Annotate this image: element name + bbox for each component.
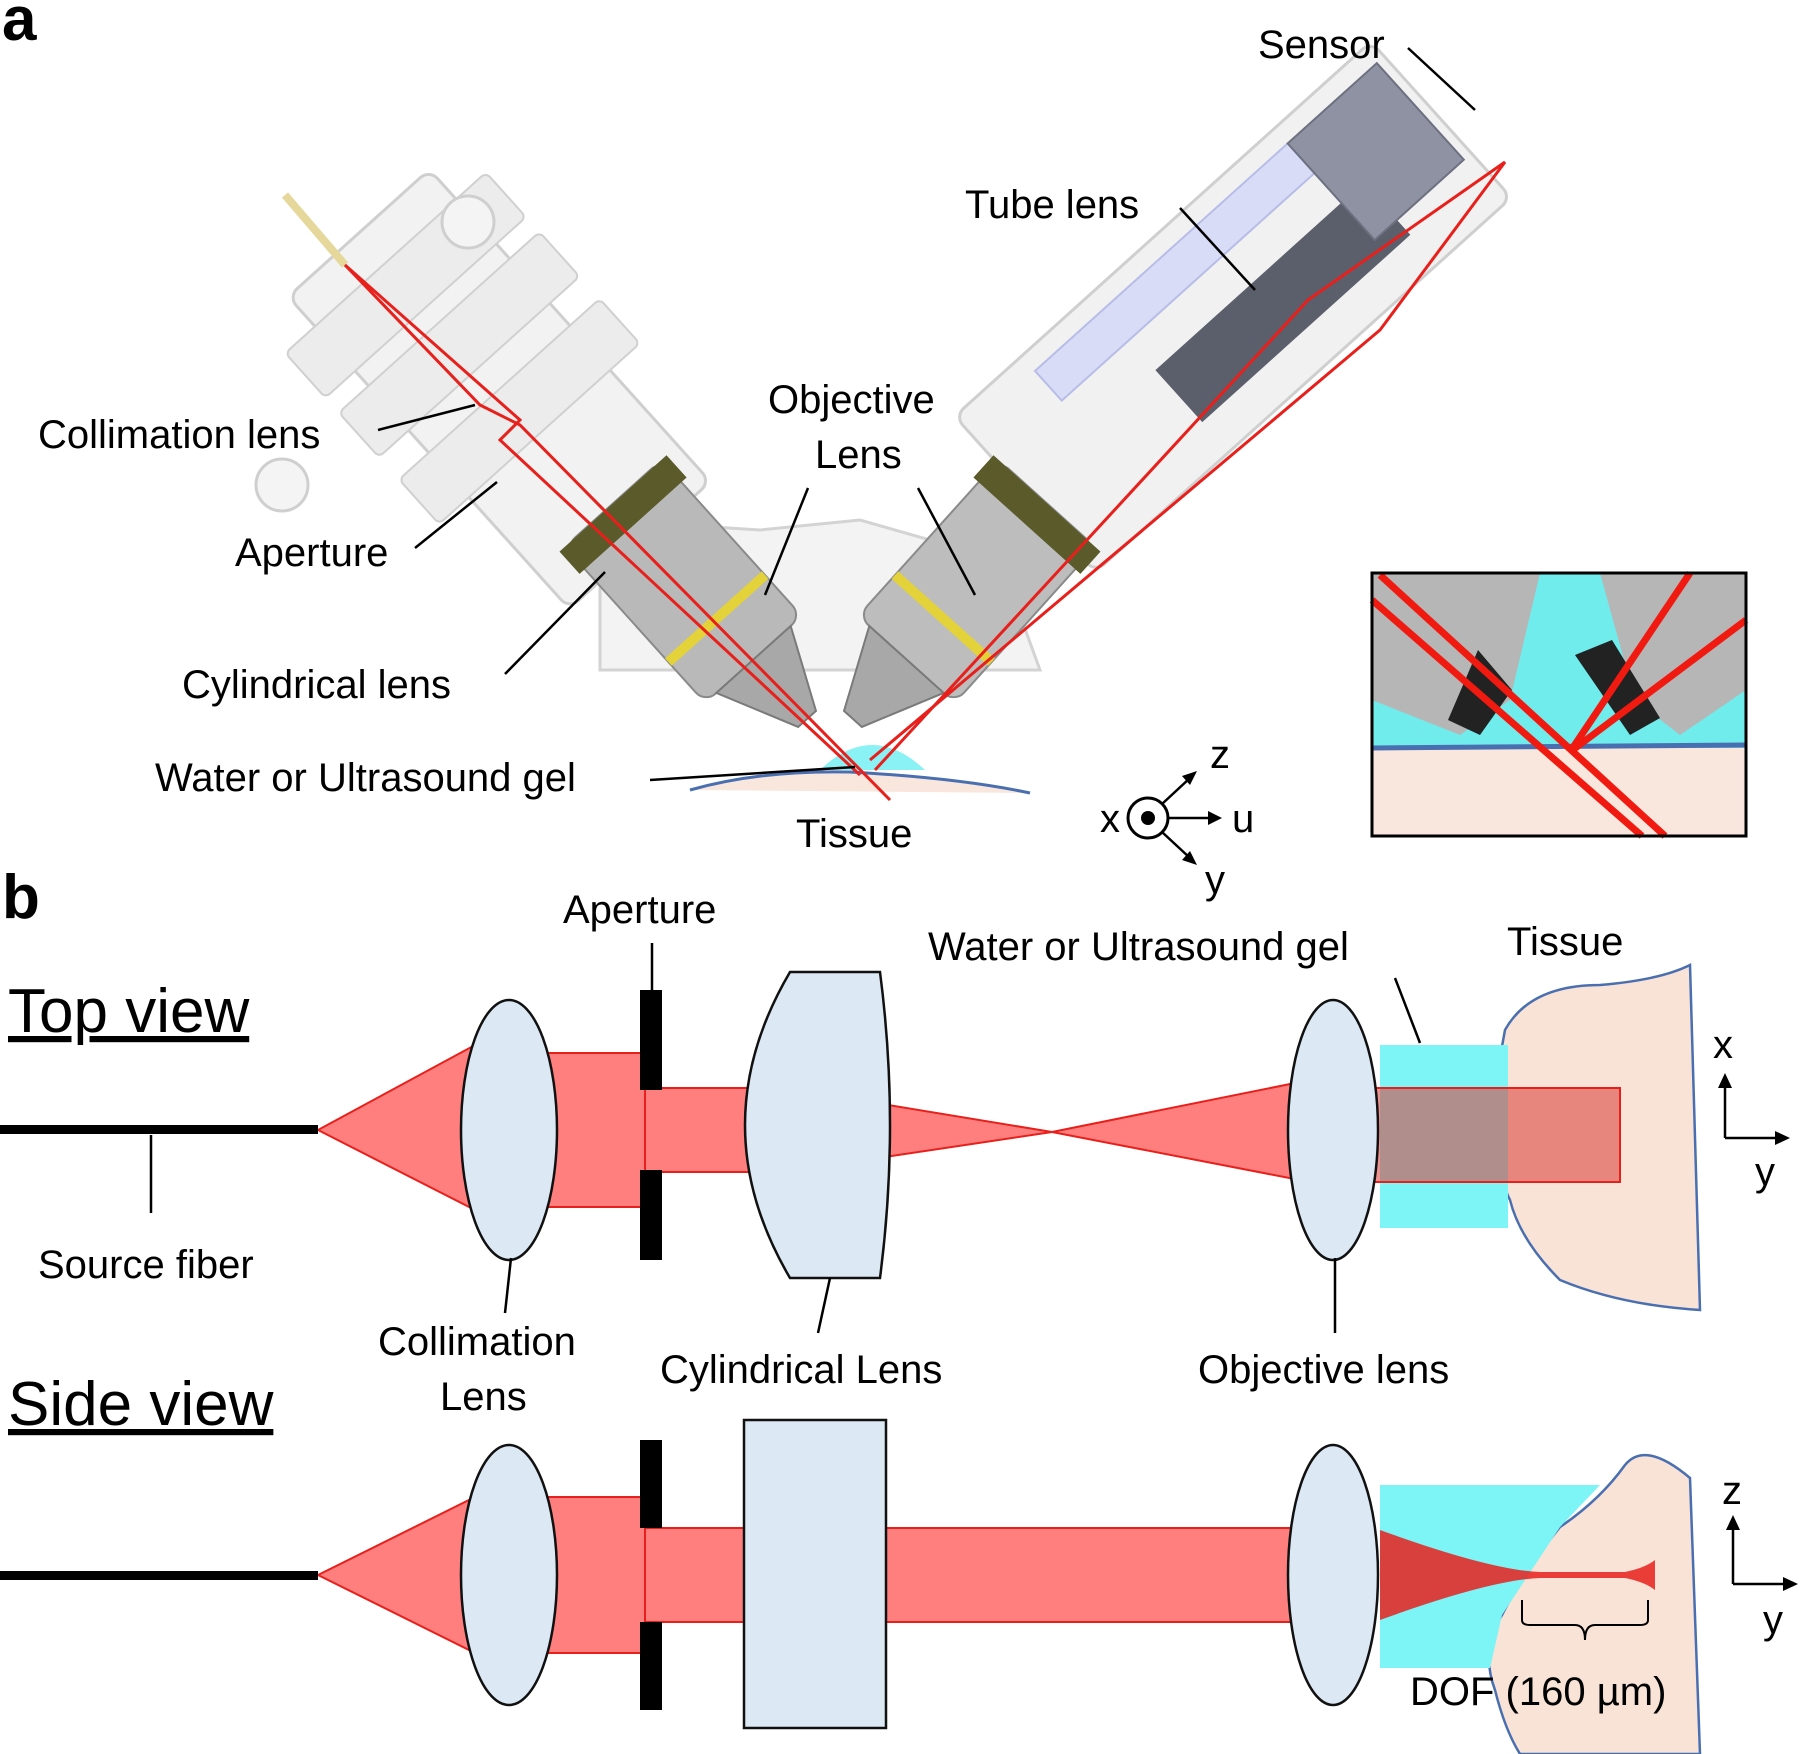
beam-side-focus [1380, 1530, 1655, 1620]
label-objective-b: Objective lens [1198, 1348, 1449, 1392]
label-tissue-b: Tissue [1507, 920, 1623, 964]
collimation-lens-side [459, 1443, 559, 1707]
cylindrical-lens-side [742, 1418, 888, 1730]
panel-b-letter: b [2, 863, 40, 932]
label-collimation-lens: Collimation lens [38, 413, 320, 457]
tissue-surface [689, 770, 1031, 795]
source-fiber-top [0, 1125, 318, 1134]
leader-cylindrical-lens [504, 571, 606, 675]
aperture-side-lower [640, 1622, 662, 1710]
label-dof: DOF (160 µm) [1410, 1670, 1666, 1714]
label-cylindrical-b: Cylindrical Lens [660, 1348, 942, 1392]
label-aperture: Aperture [235, 531, 388, 575]
collimation-lens-top [459, 998, 559, 1262]
label-tube-lens: Tube lens [965, 183, 1139, 227]
detection-beam-bottom [869, 161, 1507, 762]
illumination-beam-right [343, 263, 892, 802]
label-objective-line1: Objective [768, 378, 935, 422]
label-tissue: Tissue [796, 812, 912, 856]
dof-bracket [1521, 1600, 1649, 1641]
axis-top-horizontal: y [1755, 1150, 1775, 1194]
cylindrical-lens-top [743, 970, 892, 1280]
aperture-top-upper [640, 990, 662, 1090]
leader-collimation-lens [377, 403, 476, 432]
beam-side-diverging [315, 1495, 476, 1655]
label-aperture-b: Aperture [563, 888, 716, 932]
right-objective [842, 455, 1101, 729]
top-view-optics [0, 963, 1702, 1312]
leader-tube-lens [1179, 207, 1256, 291]
leader-aperture [414, 481, 498, 549]
label-sensor: Sensor [1258, 23, 1385, 67]
illumination-beam-left [344, 263, 862, 777]
axes-glyph-a [1126, 771, 1222, 865]
side-view-title: Side view [8, 1370, 274, 1439]
panel-a-letter: a [2, 0, 37, 54]
label-medium-b: Water or Ultrasound gel [928, 925, 1349, 969]
aperture-side-upper [640, 1440, 662, 1528]
leader-objective-right [916, 487, 977, 596]
panel-a-device [254, 45, 1508, 802]
label-source-fiber: Source fiber [38, 1243, 254, 1287]
aperture-top-lower [640, 1170, 662, 1260]
label-medium: Water or Ultrasound gel [155, 756, 576, 800]
leader-medium [649, 765, 856, 782]
axis-side-vertical: z [1722, 1469, 1742, 1513]
leader-medium-b [1393, 977, 1422, 1044]
fiber-tip [281, 192, 349, 268]
axes-glyph-side [1726, 1515, 1798, 1591]
side-view-optics [0, 1418, 1702, 1754]
leader-objective-left [763, 487, 810, 596]
axis-label-z: z [1210, 733, 1230, 777]
objective-lens-top [1286, 998, 1380, 1262]
right-arm-housing [958, 45, 1508, 569]
objective-lens-side [1286, 1443, 1380, 1707]
beam-top-expanding [1051, 1078, 1311, 1184]
axis-label-x: x [1100, 797, 1120, 841]
leader-sensor [1407, 47, 1476, 111]
beam-top-sheet [1367, 1087, 1621, 1183]
sensor-block [1286, 61, 1466, 242]
leader-cylindrical-b [816, 1277, 832, 1334]
label-objective-line2: Lens [815, 433, 902, 477]
axes-glyph-top [1718, 1073, 1790, 1145]
detection-beam-top [873, 160, 1506, 772]
leader-collimation-b [503, 1257, 513, 1314]
left-arm-housing [286, 172, 707, 606]
axis-side-horizontal: y [1763, 1598, 1783, 1642]
label-collimation-b-line2: Lens [440, 1375, 527, 1419]
label-collimation-b-line1: Collimation [378, 1320, 576, 1364]
label-cylindrical-lens: Cylindrical lens [182, 663, 451, 707]
axis-label-y: y [1205, 858, 1225, 902]
mount-hole-left [254, 457, 310, 513]
mount-hole-top [440, 194, 496, 250]
source-fiber-side [0, 1571, 318, 1580]
beam-top-diverging [315, 1043, 476, 1212]
axis-label-u: u [1232, 797, 1254, 841]
focus-inset [1369, 571, 1749, 839]
axis-top-vertical: x [1713, 1023, 1733, 1067]
top-view-title: Top view [8, 977, 249, 1046]
